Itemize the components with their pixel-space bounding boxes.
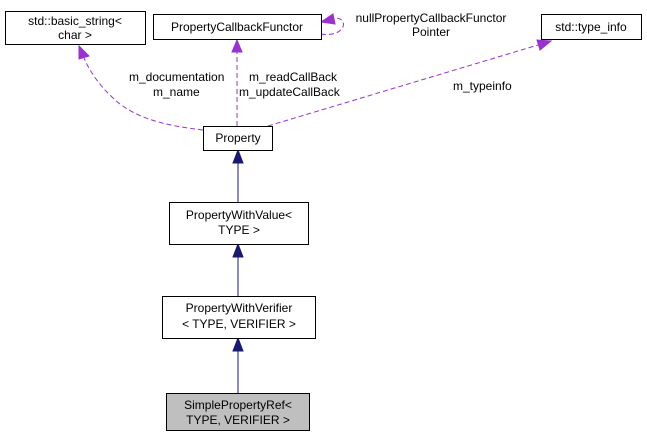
edge-label-update-callback: m_updateCallBack <box>239 85 341 99</box>
node-property-callback-functor[interactable]: PropertyCallbackFunctor <box>153 14 322 40</box>
node-basic-string-line-2: char > <box>58 28 92 42</box>
node-property-callback-functor-label: PropertyCallbackFunctor <box>171 20 303 34</box>
node-basic-string-line-1: std::basic_string< <box>28 14 122 28</box>
node-simple-property-ref-line-1: SimplePropertyRef< <box>184 398 292 412</box>
node-simple-property-ref-line-2: TYPE, VERIFIER > <box>186 413 290 427</box>
edge-label-null-callback: nullPropertyCallbackFunctor <box>356 11 507 25</box>
edge-label-typeinfo: m_typeinfo <box>453 79 512 93</box>
node-property-with-verifier-line-1: PropertyWithVerifier <box>186 301 293 315</box>
edge-property-to-basic-string <box>78 44 204 131</box>
node-property-with-verifier-line-2: < TYPE, VERIFIER > <box>182 317 296 331</box>
node-property-with-value-line-1: PropertyWithValue< <box>186 208 292 222</box>
edge-label-null-callback-pointer: Pointer <box>412 25 450 39</box>
edge-label-read-callback: m_readCallBack <box>249 70 338 84</box>
node-property-with-verifier[interactable]: PropertyWithVerifier < TYPE, VERIFIER > <box>162 296 316 339</box>
node-property[interactable]: Property <box>203 126 273 151</box>
edge-callback-self-loop <box>319 13 344 35</box>
edge-label-documentation: m_documentation <box>129 70 224 84</box>
edge-value-to-property <box>232 148 244 202</box>
edge-property-to-typeinfo <box>267 39 553 127</box>
node-basic-string[interactable]: std::basic_string< char > <box>5 11 146 45</box>
edge-simple-to-verifier <box>232 336 244 393</box>
edge-property-to-callback <box>231 38 243 126</box>
node-property-label: Property <box>215 131 260 145</box>
node-type-info[interactable]: std::type_info <box>541 14 642 40</box>
node-property-with-value-line-2: TYPE > <box>218 223 260 237</box>
edge-label-name: m_name <box>153 85 200 99</box>
node-simple-property-ref[interactable]: SimplePropertyRef< TYPE, VERIFIER > <box>166 393 310 431</box>
node-property-with-value[interactable]: PropertyWithValue< TYPE > <box>169 202 309 245</box>
node-type-info-label: std::type_info <box>555 20 627 34</box>
edge-verifier-to-value <box>232 242 244 296</box>
